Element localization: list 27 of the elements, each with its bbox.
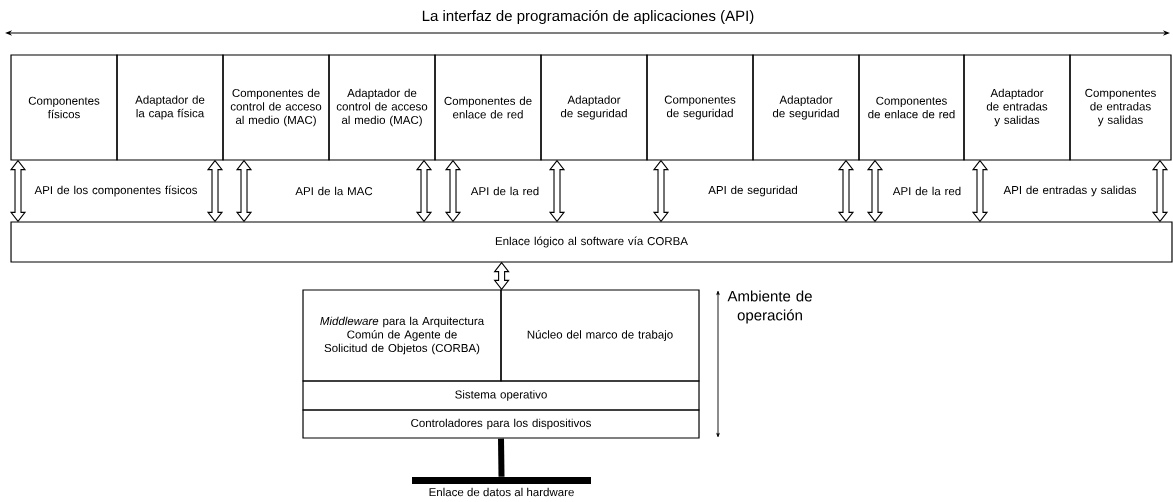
node-label: Enlace de datos al hardware xyxy=(429,487,574,497)
layer-label: Ambiente de operación xyxy=(727,290,812,324)
bus-bar xyxy=(412,477,591,484)
layer-label: API de la red xyxy=(470,186,539,196)
layer-label: API de la MAC xyxy=(295,186,373,196)
layer-label: API de la red xyxy=(892,186,961,196)
layer-box: Adaptador de seguridad xyxy=(752,54,860,161)
layer-label: API de entradas y salidas xyxy=(1003,185,1137,197)
layer-label: API de seguridad xyxy=(708,185,797,197)
layer-box: Controladores para los dispositivos xyxy=(302,409,700,439)
layer-box: Adaptador de la capa física xyxy=(116,54,224,161)
layer-box: Componentes de seguridad xyxy=(646,54,754,161)
layer-box: Adaptador de control de acceso al medio (MAC) xyxy=(328,54,436,161)
layer-box: Componentes físicos xyxy=(10,54,118,161)
connector-line xyxy=(498,438,505,477)
layer-box: Componentes de entradas y salidas xyxy=(1069,54,1172,161)
layer-box: Adaptador de entradas y salidas xyxy=(963,54,1071,161)
layer-box: Middleware para la Arquitectura Común de Agente de Solicitud de Objetos (CORBA) xyxy=(302,289,502,382)
layer-box: Núcleo del marco de trabajo xyxy=(500,289,700,382)
title: La interfaz de programación de aplicaciones (API) xyxy=(422,9,754,25)
layer-box: Adaptador de seguridad xyxy=(540,54,648,161)
layer-box: Sistema operativo xyxy=(302,380,700,411)
layer-box: Enlace lógico al software vía CORBA xyxy=(10,221,1173,263)
layer-box: Componentes de control de acceso al medio (MAC) xyxy=(222,54,330,161)
layer-box: Componentes de enlace de red xyxy=(434,54,542,161)
layer-label: API de los componentes físicos xyxy=(34,185,198,197)
layer-box: Componentes de enlace de red xyxy=(858,54,965,161)
